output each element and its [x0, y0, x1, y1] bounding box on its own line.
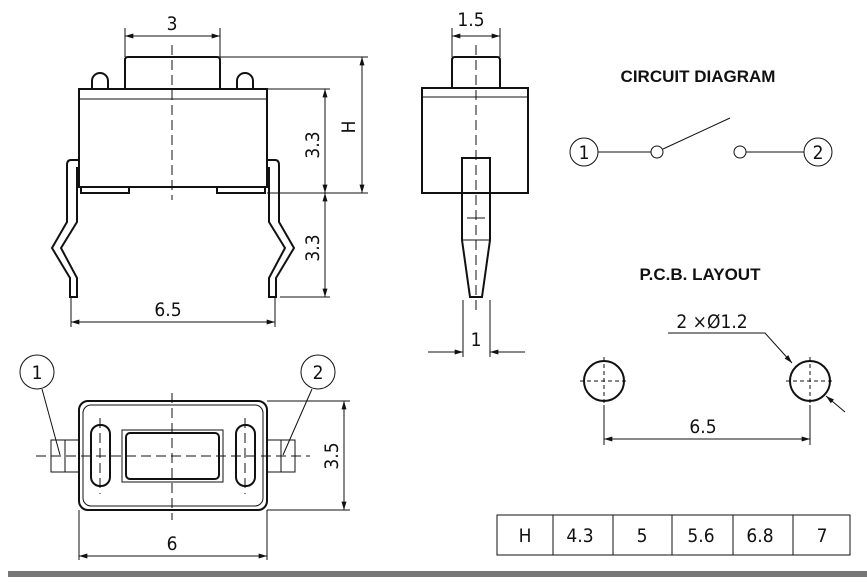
pcb-title: P.C.B. LAYOUT [640, 265, 762, 284]
height-table: H 4.3 5 5.6 6.8 7 [496, 514, 851, 556]
table-cell: 5.6 [687, 525, 714, 547]
table-header-h: H [519, 525, 532, 547]
dim-side-button-width: 1.5 [457, 9, 484, 31]
pcb-pitch: 6.5 [689, 416, 716, 438]
table-cell: 6.8 [746, 525, 773, 547]
bottom-pin2-label: 2 [313, 362, 324, 384]
dim-lead-pitch: 6.5 [154, 299, 181, 321]
circuit-pin1: 1 [579, 142, 590, 164]
dim-lead-length: 3.3 [302, 234, 324, 261]
dim-button-width: 3 [167, 13, 178, 35]
bottom-pin1-label: 1 [32, 362, 43, 384]
pcb-hole-spec: 2 ×Ø1.2 [676, 311, 747, 333]
table-cell: 7 [817, 525, 828, 547]
dim-bottom-height: 3.5 [321, 442, 343, 469]
table-cell: 5 [637, 525, 648, 547]
dim-lead-width: 1 [471, 329, 482, 351]
circuit-title: CIRCUIT DIAGRAM [621, 67, 776, 86]
table-cell: 4.3 [566, 525, 593, 547]
pcb-layout: P.C.B. LAYOUT 2 ×Ø1.2 6.5 [580, 265, 846, 445]
dim-height-label: H [338, 121, 360, 134]
circuit-pin2: 2 [813, 142, 824, 164]
dim-body-height: 3.3 [302, 131, 324, 158]
bottom-rule [8, 571, 867, 577]
dim-bottom-width: 6 [167, 533, 178, 555]
bottom-view: 1 2 3.5 6 [19, 354, 350, 560]
front-view: 3 H 3.3 3.3 6.5 [50, 13, 368, 327]
circuit-diagram: CIRCUIT DIAGRAM 1 2 [569, 67, 833, 167]
side-view: 1.5 1 [421, 9, 529, 357]
